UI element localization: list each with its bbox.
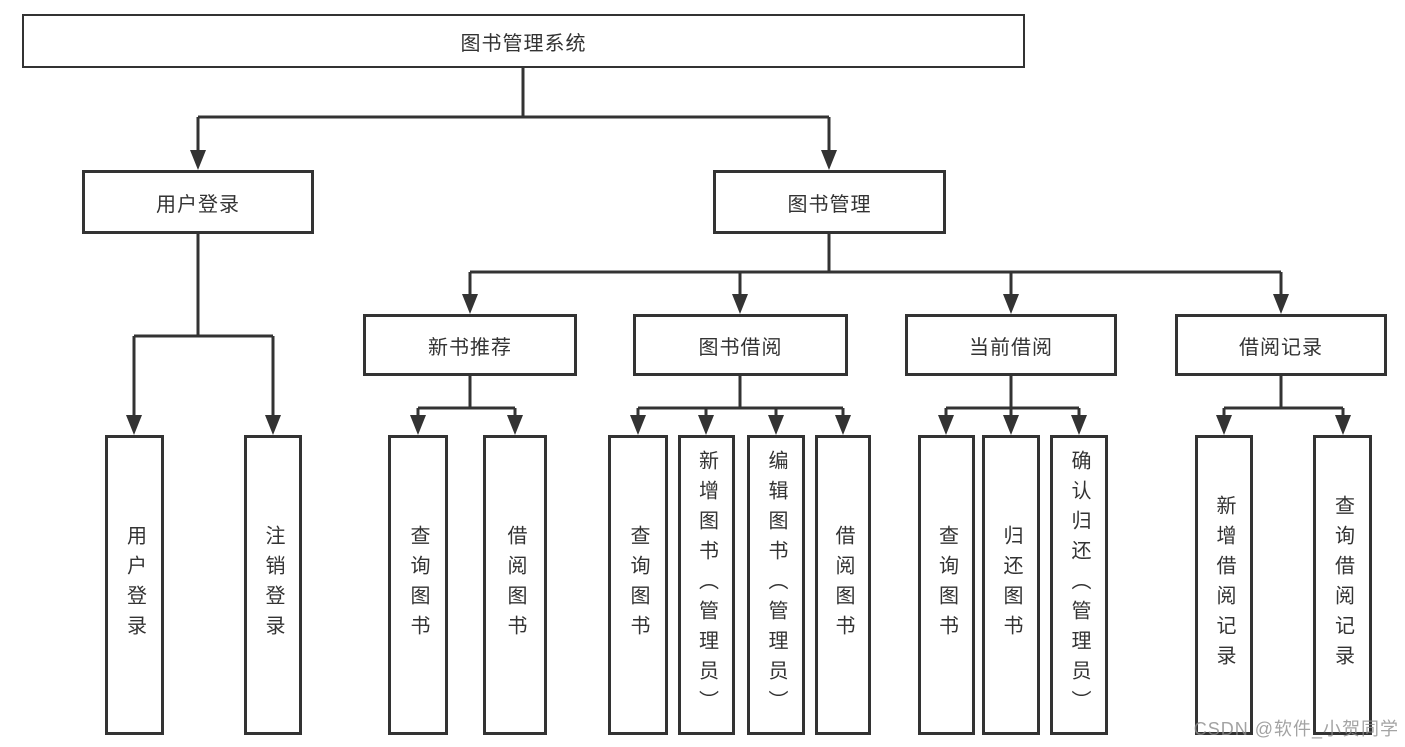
leaf-label: 借阅图书 (504, 525, 526, 645)
arrowhead-icon (190, 150, 206, 170)
arrowhead-icon (265, 415, 281, 435)
arrowhead-icon (126, 415, 142, 435)
leaf-label: 归还图书 (1000, 525, 1022, 645)
leaf-label: 查询借阅记录 (1331, 495, 1354, 675)
arrowhead-icon (835, 415, 851, 435)
node-book-management-label: 图书管理 (787, 193, 872, 216)
leaf-label: 用户登录 (123, 525, 146, 645)
watermark: CSDN @软件_小贺同学 (1193, 719, 1399, 739)
leaf-query-borrow-record: 查询借阅记录 (1313, 435, 1372, 735)
leaf-borrow-books-2: 借阅图书 (815, 435, 871, 735)
arrowhead-icon (1273, 294, 1289, 314)
arrowhead-icon (507, 415, 523, 435)
node-current-borrow: 当前借阅 (905, 314, 1117, 376)
connector-book-borrow (636, 376, 845, 417)
leaf-return-book: 归还图书 (982, 435, 1040, 735)
leaf-confirm-return-admin: 确认归还（管理员） (1050, 435, 1108, 735)
leaf-borrow-books-1: 借阅图书 (483, 435, 547, 735)
leaf-label: 注销登录 (262, 525, 284, 645)
connector-root (196, 68, 831, 152)
leaf-query-books-3: 查询图书 (918, 435, 975, 735)
connector-book-management (468, 234, 1283, 296)
leaf-add-borrow-record: 新增借阅记录 (1195, 435, 1253, 735)
arrowhead-icon (1216, 415, 1232, 435)
leaf-label: 新增借阅记录 (1213, 495, 1235, 675)
arrowhead-icon (630, 415, 646, 435)
connector-user-login (132, 234, 275, 417)
connector-new-book-recommend (416, 376, 517, 417)
node-new-book-recommend: 新书推荐 (363, 314, 577, 376)
node-borrow-records: 借阅记录 (1175, 314, 1387, 376)
arrowhead-icon (768, 415, 784, 435)
leaf-label: 查询图书 (407, 525, 429, 645)
leaf-label: 编辑图书（管理员） (765, 450, 787, 720)
leaf-label: 查询图书 (935, 525, 958, 645)
leaf-query-books-2: 查询图书 (608, 435, 668, 735)
leaf-label: 查询图书 (627, 525, 649, 645)
arrowhead-icon (1335, 415, 1351, 435)
node-book-borrow: 图书借阅 (633, 314, 848, 376)
leaf-label: 新增图书（管理员） (695, 450, 718, 720)
arrowhead-icon (821, 150, 837, 170)
leaf-label: 借阅图书 (832, 525, 854, 645)
connector-borrow-records (1222, 376, 1345, 417)
node-current-borrow-label: 当前借阅 (969, 336, 1053, 359)
node-root: 图书管理系统 (22, 14, 1025, 68)
node-root-label: 图书管理系统 (460, 32, 587, 55)
arrow-heads (126, 150, 1351, 435)
connector-current-borrow (944, 376, 1081, 417)
node-book-borrow-label: 图书借阅 (698, 336, 783, 359)
leaf-query-books-1: 查询图书 (388, 435, 448, 735)
arrowhead-icon (410, 415, 426, 435)
node-book-management: 图书管理 (713, 170, 946, 234)
arrowhead-icon (732, 294, 748, 314)
leaf-edit-book-admin: 编辑图书（管理员） (747, 435, 805, 735)
leaf-add-book-admin: 新增图书（管理员） (678, 435, 735, 735)
arrowhead-icon (938, 415, 954, 435)
leaf-logout: 注销登录 (244, 435, 302, 735)
arrowhead-icon (1003, 294, 1019, 314)
arrowhead-icon (462, 294, 478, 314)
arrowhead-icon (1071, 415, 1087, 435)
leaf-label: 确认归还（管理员） (1068, 450, 1090, 720)
arrowhead-icon (1003, 415, 1019, 435)
leaf-user-login: 用户登录 (105, 435, 164, 735)
node-new-book-recommend-label: 新书推荐 (428, 336, 512, 359)
node-borrow-records-label: 借阅记录 (1239, 336, 1323, 359)
node-user-login: 用户登录 (82, 170, 314, 234)
arrowhead-icon (698, 415, 714, 435)
node-user-login-label: 用户登录 (156, 193, 240, 216)
